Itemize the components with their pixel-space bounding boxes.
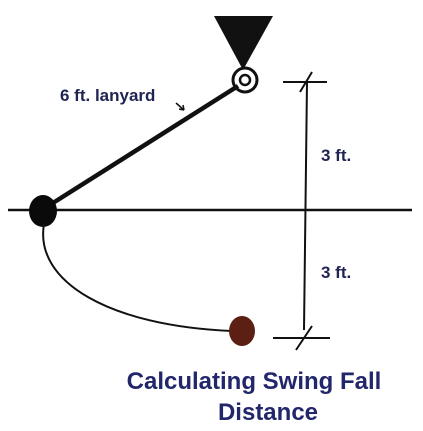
vertical-dimension-line <box>303 81 308 331</box>
end-position-ball <box>229 316 255 346</box>
lanyard-pointer-arrow <box>175 102 185 111</box>
lanyard-line <box>43 84 240 210</box>
start-position-ball <box>29 195 57 227</box>
lower-dimension-label: 3 ft. <box>321 263 351 282</box>
lanyard-label: 6 ft. lanyard <box>60 86 155 105</box>
top-slash-marker <box>299 71 313 93</box>
anchor-triangle <box>214 16 273 70</box>
diagram-title-line1: Calculating Swing Fall <box>127 368 382 395</box>
lanyard-pointer-arrowhead <box>178 104 185 111</box>
diagram-title-line2: Distance <box>218 399 318 426</box>
bottom-slash-marker <box>295 325 313 351</box>
anchor-ring-inner <box>238 73 252 87</box>
swing-arc-path <box>42 223 233 332</box>
upper-dimension-label: 3 ft. <box>321 146 351 165</box>
